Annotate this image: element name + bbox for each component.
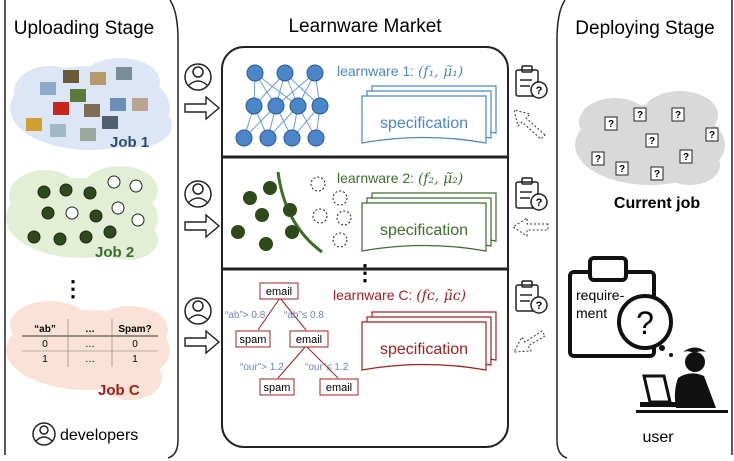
market-title: Learnware Market: [288, 16, 442, 37]
neural-network-model: [235, 64, 329, 147]
question-mark: ?: [608, 119, 614, 130]
current-job-label: Current job: [614, 195, 700, 212]
developer-icon: [184, 63, 212, 325]
table-cell: 0: [42, 339, 48, 350]
learnware2-title: learnware 2: (f₂, μ̃₂): [337, 170, 463, 187]
question-mark: ?: [649, 136, 655, 147]
user-label: user: [642, 429, 674, 446]
classifier-model: [231, 171, 352, 254]
job2-points: [27, 175, 145, 246]
learnware1-title: learnware 1: (f₁, μ̃₁): [337, 63, 463, 80]
learnware2-spec-label: specification: [380, 222, 468, 239]
unknown-samples: [591, 107, 719, 181]
tree-condition: “ab”> 0.8: [225, 310, 266, 321]
question-mark: ?: [536, 197, 543, 209]
tree-leaf-spam: spam: [264, 382, 291, 394]
question-mark: ?: [709, 130, 715, 141]
jobC-cloud: [6, 301, 170, 400]
query-arrows: [512, 109, 549, 353]
job1-label: Job 1: [110, 134, 149, 151]
uploading-panel-border: [4, 0, 179, 459]
developer-icon: [32, 422, 56, 446]
learnwareC-spec-label: specification: [380, 341, 468, 358]
tree-condition: “our”≤ 1.2: [305, 362, 349, 373]
learnwareC-title: learnware C: (fᴄ, μ̃ᴄ): [333, 287, 466, 304]
question-mark: ?: [536, 85, 543, 97]
requirement-clipboard-icon: [568, 256, 673, 358]
table-header-ellipsis: …: [85, 324, 95, 335]
upload-arrows: [184, 95, 221, 355]
table-header-spam: Spam?: [118, 324, 151, 335]
jobC-table: “ab” … Spam? 0 … 0 1 … 1: [22, 319, 158, 367]
question-mark: ?: [675, 110, 681, 121]
developers-label: developers: [60, 427, 138, 444]
table-cell: 1: [42, 354, 48, 365]
requirement-text-line1: require-: [576, 287, 625, 303]
table-cell: …: [85, 339, 95, 350]
deploying-stage-title: Deploying Stage: [575, 18, 714, 39]
question-mark: ?: [683, 152, 689, 163]
uploading-stage-title: Uploading Stage: [14, 18, 155, 39]
tree-node-email: email: [296, 334, 322, 346]
learnware1-specification-doc: [361, 85, 497, 144]
learnware1-spec-label: specification: [380, 115, 468, 132]
question-mark: ?: [536, 300, 543, 312]
deploying-panel-border: [556, 0, 733, 459]
learnwareC-specification-doc: [361, 311, 497, 371]
requirement-icon: [515, 65, 548, 314]
user-icon: [636, 347, 728, 413]
question-mark: ?: [637, 110, 643, 121]
job2-label: Job 2: [95, 244, 134, 261]
requirement-text-line2: ment: [576, 305, 607, 321]
tree-leaf-spam: spam: [240, 334, 267, 346]
table-cell: 1: [132, 354, 138, 365]
table-header-ab: “ab”: [34, 324, 56, 335]
requirement-question-mark: ?: [636, 305, 654, 341]
decision-tree-model: email “ab”> 0.8 “ab”≤ 0.8 spam email “ou…: [225, 282, 359, 396]
market-ellipsis: ⋮: [354, 260, 376, 285]
jobs-ellipsis: ⋮: [62, 276, 84, 301]
question-mark: ?: [654, 169, 660, 180]
tree-root-node: email: [266, 286, 292, 298]
job1-images: [26, 67, 148, 141]
question-mark: ?: [619, 164, 625, 175]
tree-condition: “ab”≤ 0.8: [284, 310, 324, 321]
table-cell: …: [85, 354, 95, 365]
table-cell: 0: [132, 339, 138, 350]
question-mark: ?: [595, 154, 601, 165]
learnware2-specification-doc: [361, 192, 497, 252]
tree-condition: “our”> 1.2: [240, 362, 284, 373]
jobC-label: Job C: [98, 382, 140, 399]
tree-leaf-email: email: [326, 382, 352, 394]
